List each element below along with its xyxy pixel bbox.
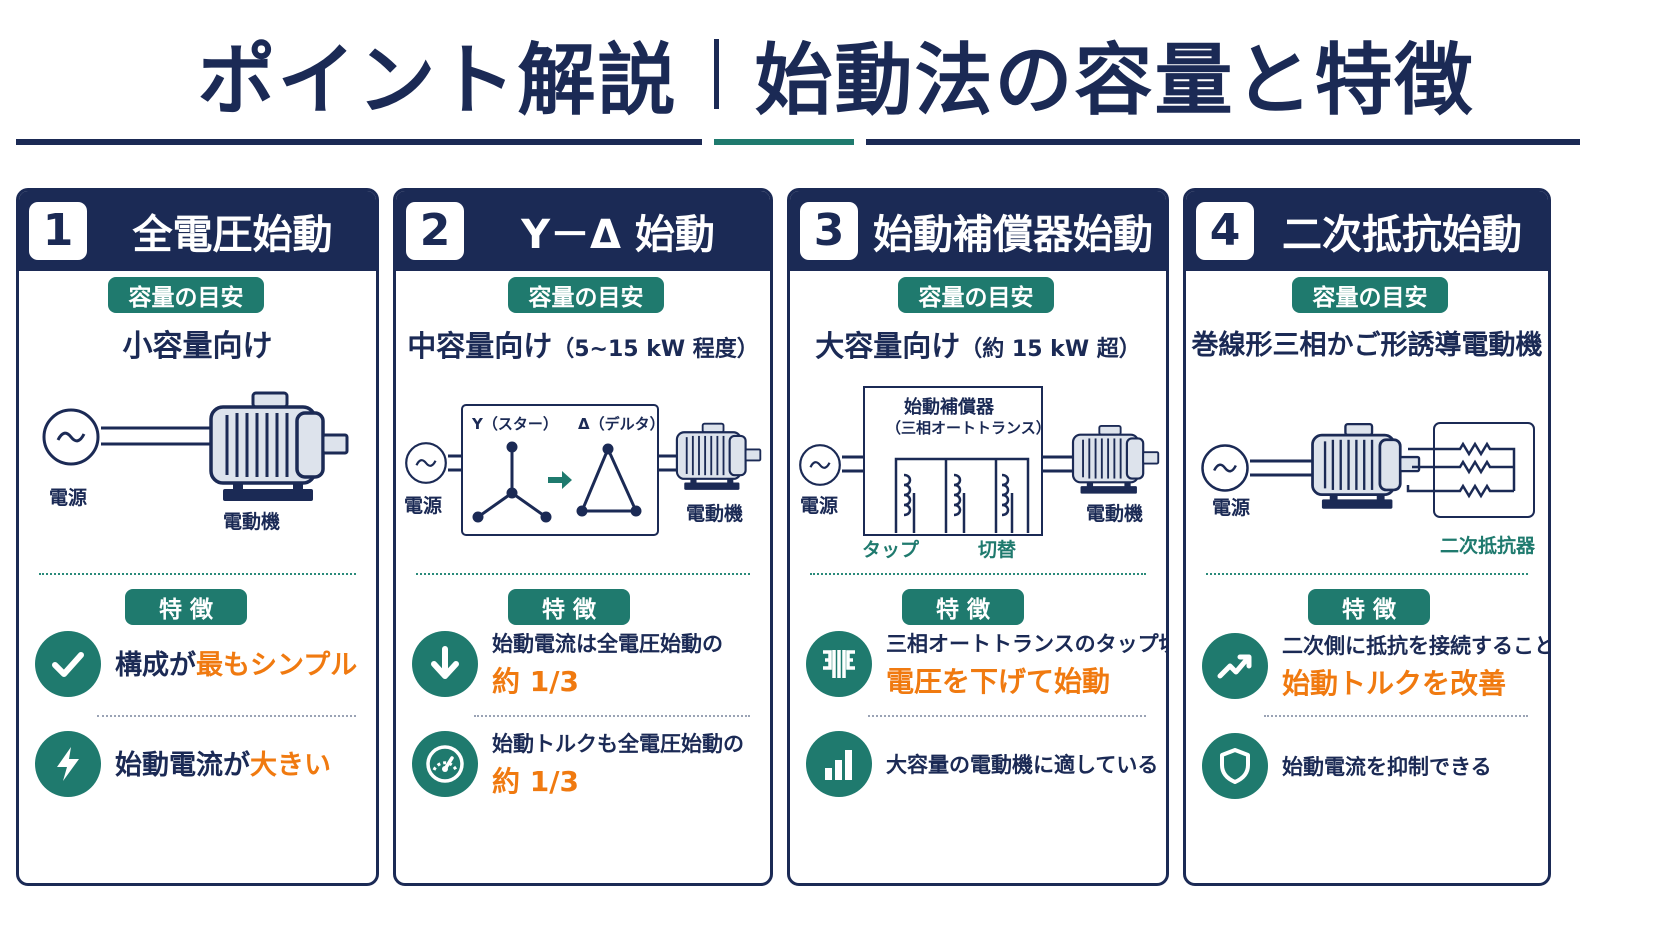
- trend-up-icon: [1202, 633, 1268, 699]
- card-secondary-resistance: 4 二次抵抗始動 容量の目安 巻線形三相かご形誘導電動機 電源 二次抵抗器 特 …: [1183, 188, 1551, 886]
- feature-pill: 特 徴: [1308, 589, 1430, 625]
- feature-item: 大容量の電動機に適している: [790, 721, 1166, 811]
- title-right: 始動法の容量と特徴: [754, 36, 1475, 126]
- power-source-icon: [42, 408, 100, 466]
- feature-item: 始動電流が大きい: [19, 721, 376, 811]
- divider: [39, 573, 356, 575]
- card-number: 3: [800, 202, 858, 260]
- card-title: Y－Δ 始動: [521, 212, 715, 258]
- capacity-pill: 容量の目安: [898, 277, 1054, 313]
- feature-pill: 特 徴: [902, 589, 1024, 625]
- title-rule-accent: [714, 139, 854, 145]
- card-number: 2: [406, 202, 464, 260]
- card-number: 4: [1196, 202, 1254, 260]
- card-star-delta: 2 Y－Δ 始動 容量の目安 中容量向け（5~15 kW 程度） Y（スター） …: [393, 188, 773, 886]
- star-label: Y（スター）: [472, 415, 558, 433]
- divider: [1264, 715, 1528, 717]
- card-title: 全電圧始動: [132, 212, 333, 258]
- divider: [474, 715, 750, 717]
- title-separator: [713, 39, 719, 109]
- bar-chart-icon: [806, 731, 872, 797]
- tap-label: タップ: [862, 539, 920, 561]
- capacity-main: 小容量向け: [122, 329, 273, 364]
- star-delta-diagram: [405, 404, 762, 536]
- shield-icon: [1202, 733, 1268, 799]
- motor-icon: [209, 391, 349, 503]
- card-number: 1: [29, 202, 87, 260]
- feature-item: 構成が最もシンプル: [19, 621, 376, 711]
- divider: [416, 573, 750, 575]
- motor-label: 電動機: [223, 511, 281, 533]
- motor-icon: [1311, 422, 1421, 511]
- feature-pill: 特 徴: [125, 589, 247, 625]
- capacity-main: 巻線形三相かご形誘導電動機: [1191, 330, 1543, 361]
- capacity-pill: 容量の目安: [1292, 277, 1448, 313]
- power-label: 電源: [404, 495, 443, 517]
- feature-item: 始動電流を抑制できる: [1186, 723, 1548, 813]
- capacity-main: 中容量向け（5~15 kW 程度）: [407, 329, 759, 363]
- capacity-pill: 容量の目安: [108, 277, 264, 313]
- card-title: 二次抵抗始動: [1282, 212, 1522, 258]
- compensator-title: 始動補償器: [904, 397, 994, 418]
- card-header: 4 二次抵抗始動: [1186, 191, 1548, 271]
- motor-label: 電動機: [686, 503, 744, 525]
- title-rule-left: [16, 139, 702, 145]
- lightning-icon: [35, 731, 101, 797]
- switch-label: 切替: [978, 539, 1017, 561]
- power-label: 電源: [49, 487, 88, 509]
- gauge-icon: [412, 731, 478, 797]
- power-label: 電源: [1212, 497, 1251, 519]
- motor-label: 電動機: [1086, 503, 1144, 525]
- power-source-icon: [405, 442, 447, 484]
- card-header: 1 全電圧始動: [19, 191, 376, 271]
- compensator-sub: （三相オートトランス）: [886, 419, 1051, 437]
- divider: [868, 715, 1146, 717]
- divider: [810, 573, 1146, 575]
- feature-pill: 特 徴: [508, 589, 630, 625]
- delta-label: Δ（デルタ）: [578, 415, 665, 433]
- power-source-icon: [1201, 444, 1249, 492]
- power-label: 電源: [800, 495, 839, 517]
- feature-item: 三相オートトランスのタップ切替で 電圧を下げて始動: [790, 621, 1166, 711]
- full-voltage-diagram: [42, 391, 349, 503]
- capacity-main: 大容量向け（約 15 kW 超）: [815, 329, 1141, 363]
- arrow-down-icon: [412, 631, 478, 697]
- title-left: ポイント解説: [197, 36, 678, 126]
- card-header: 2 Y－Δ 始動: [396, 191, 770, 271]
- page-title: ポイント解説 始動法の容量と特徴: [0, 22, 1672, 126]
- autotransformer-icon: [806, 631, 872, 697]
- title-rule-right: [866, 139, 1580, 145]
- check-icon: [35, 631, 101, 697]
- divider: [97, 715, 356, 717]
- motor-icon: [675, 422, 762, 491]
- card-compensator: 3 始動補償器始動 容量の目安 大容量向け（約 15 kW 超） 始動補償器 （…: [787, 188, 1169, 886]
- card-header: 3 始動補償器始動: [790, 191, 1166, 271]
- card-title: 始動補償器始動: [873, 212, 1153, 258]
- capacity-pill: 容量の目安: [508, 277, 664, 313]
- divider: [1206, 573, 1528, 575]
- resistor-label: 二次抵抗器: [1440, 535, 1536, 557]
- feature-item: 二次側に抵抗を接続することで 始動トルクを改善: [1186, 623, 1548, 713]
- secondary-resistance-diagram: [1201, 422, 1535, 518]
- power-source-icon: [799, 444, 841, 486]
- card-full-voltage: 1 全電圧始動 容量の目安 小容量向け 電源 電動機 特 徴 構成が最もシンプル…: [16, 188, 379, 886]
- motor-icon: [1071, 424, 1160, 495]
- autotransformer-diagram: [799, 386, 1160, 536]
- feature-item: 始動トルクも全電圧始動の 約 1/3: [396, 721, 770, 811]
- feature-item: 始動電流は全電圧始動の 約 1/3: [396, 621, 770, 711]
